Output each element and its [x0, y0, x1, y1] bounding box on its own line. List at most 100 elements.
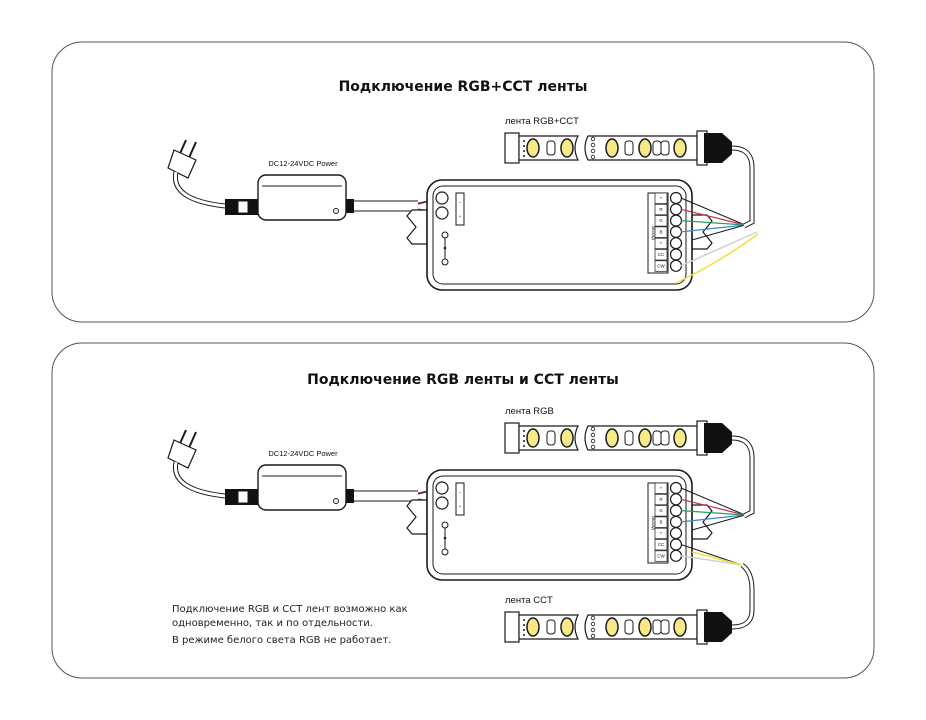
strip-end-cap	[504, 422, 520, 454]
output-label-cell	[654, 192, 668, 204]
solder-pad	[590, 432, 596, 438]
panel2-title: Подключение RGB ленты и CCT ленты	[307, 372, 619, 388]
dc-cable	[354, 200, 418, 212]
output-terminal	[669, 214, 683, 227]
polarity-minus	[441, 521, 449, 529]
wire-green	[680, 220, 746, 226]
output-terminal-label-G: G	[659, 508, 663, 513]
note-line-1: Подключение RGB и CCT лент возможно как	[172, 604, 408, 615]
input-terminal	[435, 496, 449, 510]
output-terminal	[669, 515, 683, 528]
mains-cord-inner	[173, 461, 226, 498]
output-label-cell	[654, 539, 668, 551]
strip-cable	[731, 145, 755, 229]
led-chip	[605, 428, 619, 448]
output-terminal-label-+: +	[660, 196, 663, 201]
dc-cable-boot	[346, 199, 354, 213]
mount-tab-right	[691, 504, 713, 540]
led-chip	[560, 428, 574, 448]
input-terminal	[435, 481, 449, 495]
solder-pad	[590, 615, 596, 621]
panel1-title: Подключение RGB+CCT ленты	[339, 79, 588, 95]
input-terminal-label: −	[459, 490, 462, 495]
resistor	[546, 619, 556, 635]
solder-pad	[590, 627, 596, 633]
strip-dot	[523, 430, 525, 432]
output-terminal	[669, 504, 683, 517]
output-label-cell	[654, 482, 668, 494]
power-led	[333, 208, 339, 214]
output-label-cell	[654, 260, 668, 272]
solder-pad	[590, 438, 596, 444]
output-terminal-label-B: B	[659, 519, 662, 524]
wire-red	[680, 208, 746, 226]
output-terminal-label-CC: CC	[658, 542, 665, 547]
solder-pad	[590, 444, 596, 450]
led-chip	[605, 617, 619, 637]
polarity-plus	[441, 258, 449, 266]
power-led	[333, 498, 339, 504]
input-label-box	[455, 482, 465, 516]
output-terminal-label-R: R	[659, 207, 663, 212]
strip-end-cap	[504, 611, 520, 643]
plug-icon	[167, 149, 197, 179]
output-label: Выход	[651, 226, 656, 240]
plug-icon	[167, 439, 197, 469]
wire-black-2	[691, 224, 746, 241]
strip-dot	[523, 634, 525, 636]
resistor	[660, 140, 670, 156]
resistor	[624, 430, 634, 446]
cct-strip-set	[504, 562, 755, 645]
strip-cable-inner	[731, 436, 754, 518]
controller-inner	[432, 185, 687, 285]
polarity-dot	[443, 246, 447, 250]
output-terminal	[669, 549, 683, 562]
output-terminal	[669, 538, 683, 551]
wire-blue	[680, 224, 746, 233]
output-label-cell	[654, 226, 668, 238]
panel2-power-label: DC12-24VDC Power	[268, 449, 338, 458]
output-label-cell	[654, 527, 668, 540]
input-terminal-label: −	[459, 200, 462, 205]
wire-white	[680, 555, 743, 566]
output-label: Выход	[651, 516, 656, 530]
solder-pad	[590, 148, 596, 154]
polarity-minus	[441, 231, 449, 239]
mount-tab-right	[691, 214, 713, 250]
output-terminal-label-CC: CC	[658, 252, 665, 257]
wire-black-2	[691, 514, 746, 531]
wire-red	[680, 498, 746, 516]
panel-rgb-cct	[51, 41, 875, 323]
output-terminal	[669, 493, 683, 506]
output-terminal-label-R: R	[659, 497, 663, 502]
input-terminal	[435, 191, 449, 205]
led-chip	[560, 138, 574, 158]
strip-dot	[523, 624, 525, 626]
cord-connector-b	[237, 200, 249, 214]
note-line-3: В режиме белого света RGB не работает.	[172, 635, 391, 646]
led-chip	[560, 617, 574, 637]
panel-rgb-and-cct	[51, 342, 875, 679]
output-terminal-label-+: +	[660, 241, 663, 246]
strip-connector-plug	[704, 612, 732, 642]
output-terminal	[669, 481, 683, 495]
strip-dot	[523, 140, 525, 142]
power-supply	[257, 464, 347, 511]
led-chip	[526, 138, 540, 158]
resistor	[660, 619, 670, 635]
mains-cord-inner	[173, 171, 226, 208]
input-terminal-label: +	[459, 504, 462, 509]
panel1-power-label: DC12-24VDC Power	[268, 159, 338, 168]
dc-cable	[354, 490, 418, 502]
strip-dot	[523, 445, 525, 447]
wire-black	[680, 197, 746, 226]
wire-green	[680, 510, 746, 516]
output-terminal-label-B: B	[659, 229, 662, 234]
polarity-plus	[441, 548, 449, 556]
led-chip	[526, 617, 540, 637]
resistor	[660, 430, 670, 446]
output-terminal-label-+: +	[660, 531, 663, 536]
solder-pad	[590, 154, 596, 160]
strip-end-cap	[504, 132, 520, 164]
